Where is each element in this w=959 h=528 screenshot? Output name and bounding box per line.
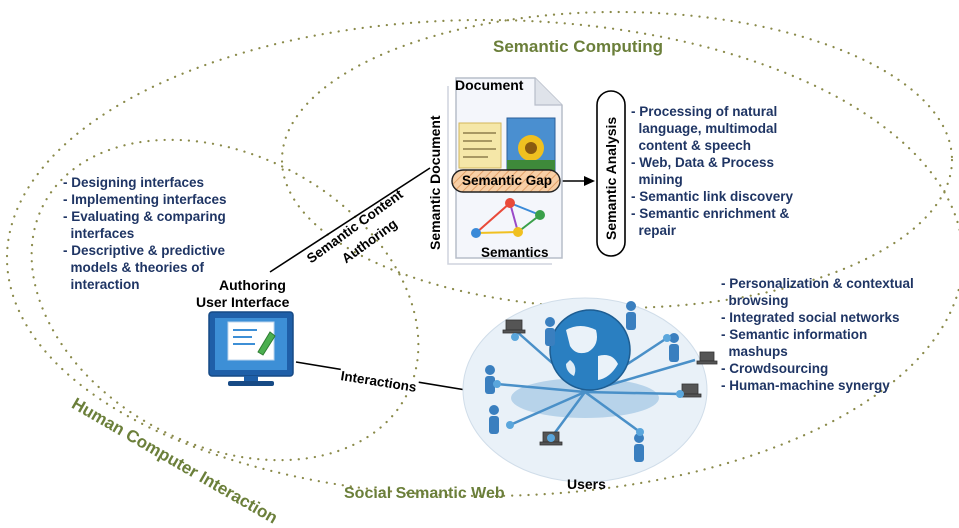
users-label: Users — [567, 476, 606, 492]
list-item: - Web, Data & Process — [631, 155, 775, 170]
semantics-graph-icon — [471, 198, 545, 238]
gap-arrow-head — [584, 176, 595, 186]
list-item: repair — [631, 223, 677, 238]
authoring-connector — [269, 167, 431, 273]
list-item: interfaces — [63, 226, 135, 241]
authoring-label-line2: User Interface — [196, 294, 290, 310]
list-item: - Crowdsourcing — [721, 361, 829, 376]
list-item: mining — [631, 172, 683, 187]
hci-region — [30, 138, 420, 462]
semantic-analysis-label: Semantic Analysis — [603, 116, 619, 240]
network-globe-icon — [462, 297, 718, 483]
diagram-shapes — [6, 10, 959, 498]
list-item: - Integrated social networks — [721, 310, 900, 325]
social-web-region — [6, 18, 959, 498]
list-item: - Human-machine synergy — [721, 378, 890, 393]
semantics-label: Semantics — [481, 245, 549, 260]
semantic-computing-label: Semantic Computing — [493, 37, 664, 56]
list-item: - Evaluating & comparing — [63, 209, 226, 224]
list-item: - Designing interfaces — [63, 175, 205, 190]
semantic-gap-shape — [451, 169, 561, 193]
list-item: mashups — [721, 344, 788, 359]
hci-items-list: - Designing interfaces - Implementing in… — [63, 174, 227, 293]
list-item: language, multimodal — [631, 121, 778, 136]
semantic-analysis-box — [596, 90, 626, 257]
semantic-computing-region — [280, 10, 954, 310]
semantic-document-label: Semantic Document — [427, 115, 443, 250]
semantic-gap-label: Semantic Gap — [462, 173, 553, 188]
social-semantic-web-label: Social Semantic Web — [344, 485, 505, 502]
list-item: - Personalization & contextual — [721, 276, 914, 291]
list-item: - Implementing interfaces — [63, 192, 227, 207]
list-item: models & theories of — [63, 260, 205, 275]
list-item: interaction — [63, 277, 140, 292]
web-items-list: - Personalization & contextual browsing … — [721, 275, 914, 394]
list-item: - Processing of natural — [631, 104, 778, 119]
list-item: - Semantic link discovery — [631, 189, 794, 204]
monitor-icon — [208, 311, 294, 386]
document-title: Document — [455, 77, 524, 93]
list-item: - Semantic information — [721, 327, 868, 342]
list-item: content & speech — [631, 138, 752, 153]
analysis-items-list: - Processing of natural language, multim… — [631, 103, 793, 239]
diagram-canvas: Semantic Computing Human Computer Intera… — [6, 10, 959, 528]
document-icon — [447, 77, 563, 265]
list-item: browsing — [721, 293, 789, 308]
list-item: - Descriptive & predictive — [63, 243, 226, 258]
authoring-label-line1: Authoring — [219, 277, 286, 293]
list-item: - Semantic enrichment & — [631, 206, 790, 221]
